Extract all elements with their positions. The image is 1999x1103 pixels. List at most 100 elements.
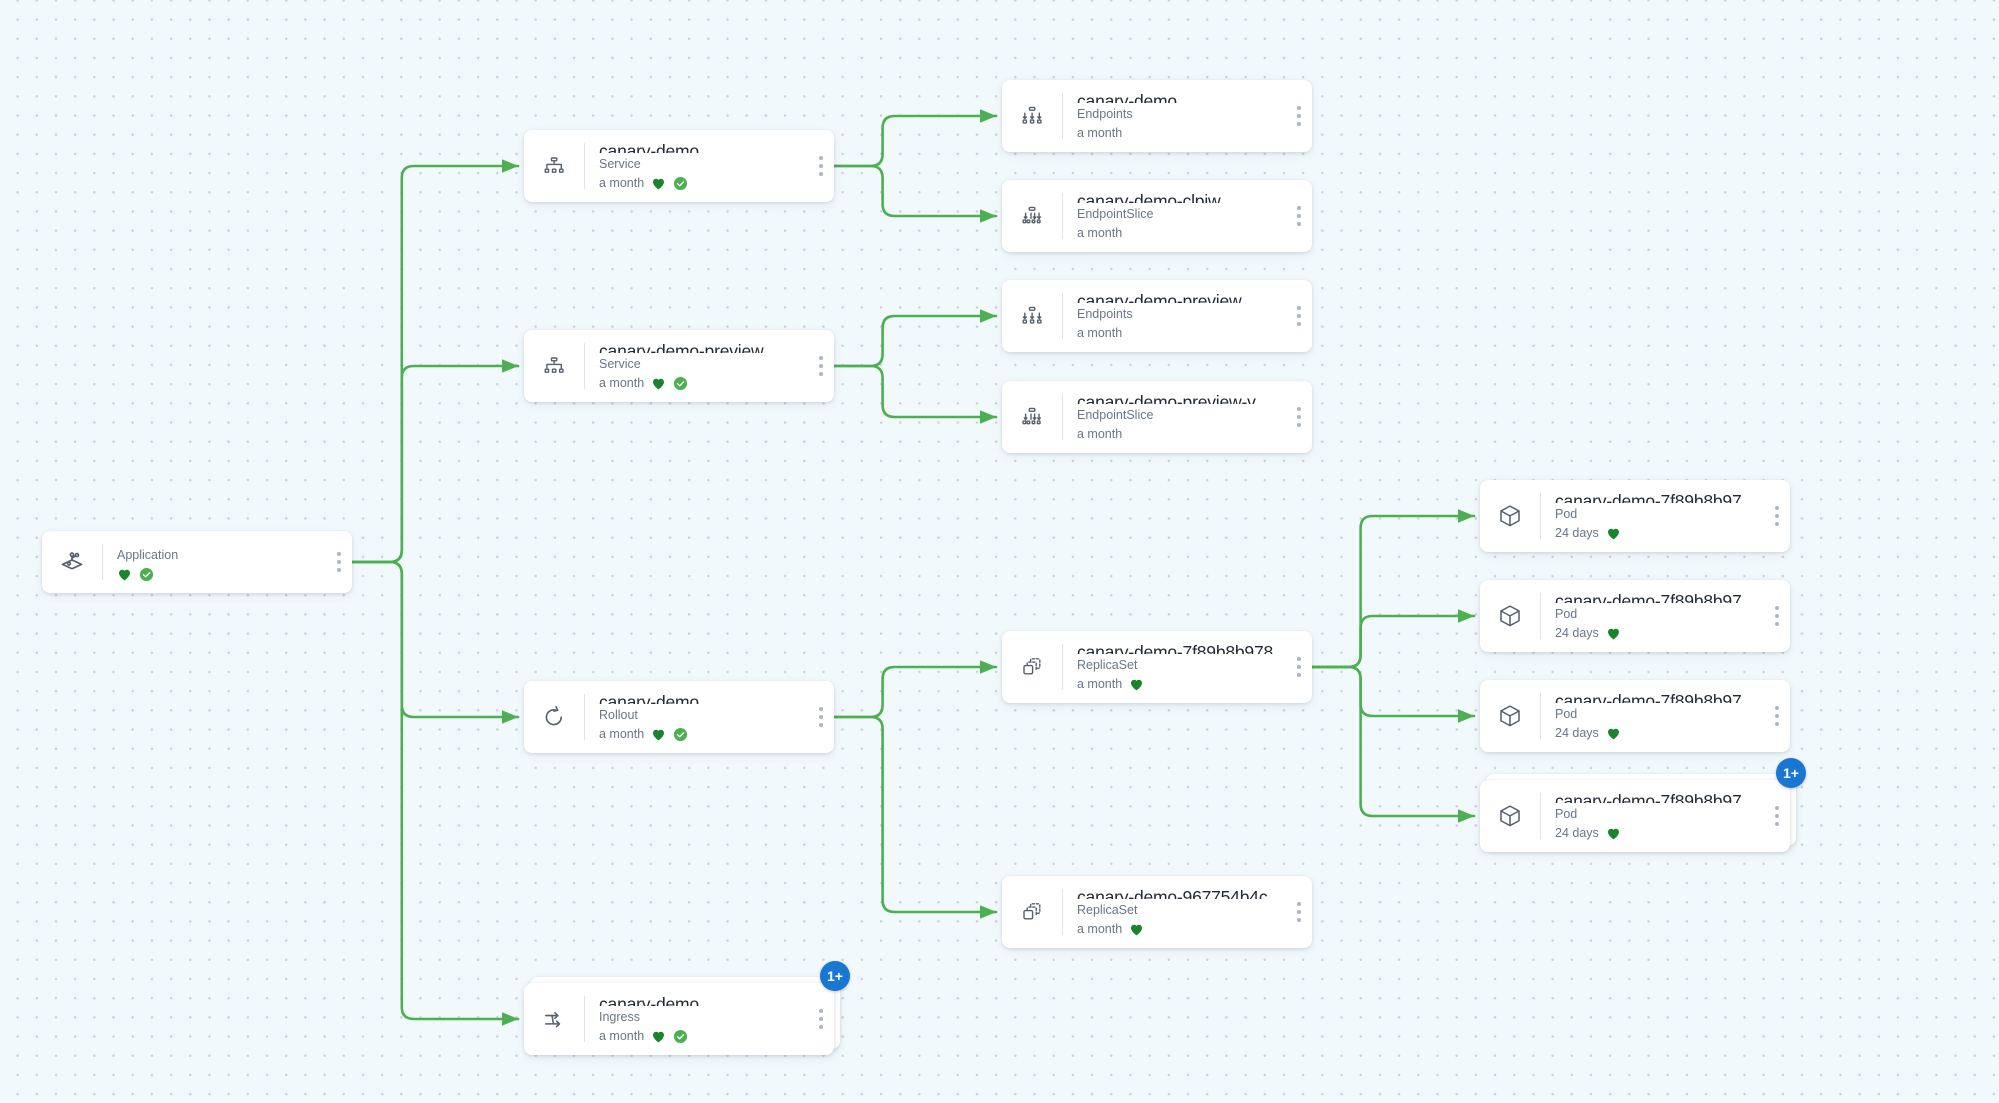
node-age: a month	[1077, 922, 1123, 936]
synced-check-icon	[674, 176, 688, 191]
node-menu-icon[interactable]	[1286, 180, 1312, 252]
node-meta: 24 days	[1555, 626, 1764, 641]
node-age: a month	[599, 376, 645, 390]
edge-app-to-ingress-canary-demo	[350, 560, 520, 1026]
healthy-heart-icon	[1131, 924, 1143, 935]
edge-app-to-rollout-canary-demo	[350, 560, 520, 724]
node-divider	[584, 996, 585, 1042]
node-meta: a month	[599, 376, 808, 391]
endpointslice-icon	[1002, 180, 1062, 252]
resource-node-pod-4[interactable]: canary-demo-7f89b8b97... Pod 24 days	[1480, 774, 1796, 852]
child-count-badge[interactable]: 1+	[1776, 758, 1806, 788]
node-age: 24 days	[1555, 826, 1599, 840]
edge-rs-7f89b8b978-to-pod-2	[1310, 609, 1476, 669]
node-menu-icon[interactable]	[1286, 876, 1312, 948]
node-meta: a month	[1077, 226, 1286, 241]
node-menu-icon[interactable]	[1286, 80, 1312, 152]
node-title: canary-demo-preview-v...	[1077, 392, 1269, 404]
child-count-badge[interactable]: 1+	[820, 961, 850, 991]
edge-rollout-canary-demo-to-rs-7f89b8b978	[832, 660, 998, 719]
node-title: canary-demo	[599, 692, 699, 704]
node-menu-icon[interactable]	[808, 681, 834, 753]
replicaset-icon	[1002, 631, 1062, 703]
node-age: a month	[1077, 126, 1123, 140]
rollout-icon	[524, 681, 584, 753]
node-menu-icon[interactable]	[326, 531, 352, 593]
node-meta: a month	[1077, 922, 1286, 937]
resource-node-app[interactable]: canary-demoApplication	[42, 531, 352, 593]
node-menu-icon[interactable]	[808, 330, 834, 402]
node-title: canary-demo-967754b4c	[1077, 887, 1268, 899]
node-kind: Endpoints	[1077, 107, 1133, 121]
node-menu-icon[interactable]	[1764, 480, 1790, 552]
node-age: a month	[1077, 677, 1123, 691]
node-menu-icon[interactable]	[1286, 631, 1312, 703]
node-title: canary-demo	[1077, 91, 1177, 103]
node-age: a month	[599, 176, 645, 190]
node-kind: EndpointSlice	[1077, 408, 1154, 422]
edge-svc-canary-demo-to-ep-canary-demo	[832, 109, 998, 168]
node-title: canary-demo-preview	[599, 341, 764, 353]
node-age: a month	[599, 727, 645, 741]
service-icon	[524, 130, 584, 202]
node-title: canary-demo-preview	[1077, 291, 1242, 303]
node-kind: EndpointSlice	[1077, 207, 1154, 221]
node-meta: 24 days	[1555, 826, 1764, 841]
node-age: a month	[1077, 226, 1123, 240]
node-meta: a month	[599, 727, 808, 742]
node-divider	[1062, 394, 1063, 440]
node-kind: Application	[117, 548, 179, 562]
node-menu-icon[interactable]	[1764, 680, 1790, 752]
node-menu-icon[interactable]	[808, 130, 834, 202]
node-divider	[1062, 93, 1063, 139]
node-divider	[584, 143, 585, 189]
node-menu-icon[interactable]	[808, 983, 834, 1055]
node-menu-icon[interactable]	[1764, 780, 1790, 852]
synced-check-icon	[674, 727, 688, 742]
node-kind: Endpoints	[1077, 307, 1133, 321]
node-meta: 24 days	[1555, 526, 1764, 541]
pod-icon	[1480, 580, 1540, 652]
node-divider	[584, 343, 585, 389]
ingress-icon	[524, 983, 584, 1055]
node-body: canary-demoApplication	[103, 531, 326, 593]
node-menu-icon[interactable]	[1286, 381, 1312, 453]
edge-svc-canary-demo-preview-to-eps-canary-demo-preview-v	[832, 364, 998, 424]
replicaset-icon	[1002, 876, 1062, 948]
node-kind: Pod	[1555, 607, 1578, 621]
edge-rollout-canary-demo-to-rs-967754b4c	[832, 715, 998, 919]
node-divider	[1062, 193, 1063, 239]
node-title: canary-demo-7f89b8b97...	[1555, 791, 1756, 803]
endpoints-icon	[1002, 280, 1062, 352]
node-kind: Service	[599, 357, 641, 371]
healthy-heart-icon	[1607, 528, 1619, 539]
node-menu-icon[interactable]	[1764, 580, 1790, 652]
node-menu-icon[interactable]	[1286, 280, 1312, 352]
synced-check-icon	[674, 1029, 688, 1044]
node-kind: Pod	[1555, 507, 1578, 521]
edge-app-to-svc-canary-demo	[350, 159, 520, 564]
node-title: canary-demo-7f89b8b97...	[1555, 691, 1756, 703]
node-kind: Pod	[1555, 807, 1578, 821]
healthy-heart-icon	[653, 1031, 665, 1042]
synced-check-icon	[674, 376, 688, 391]
